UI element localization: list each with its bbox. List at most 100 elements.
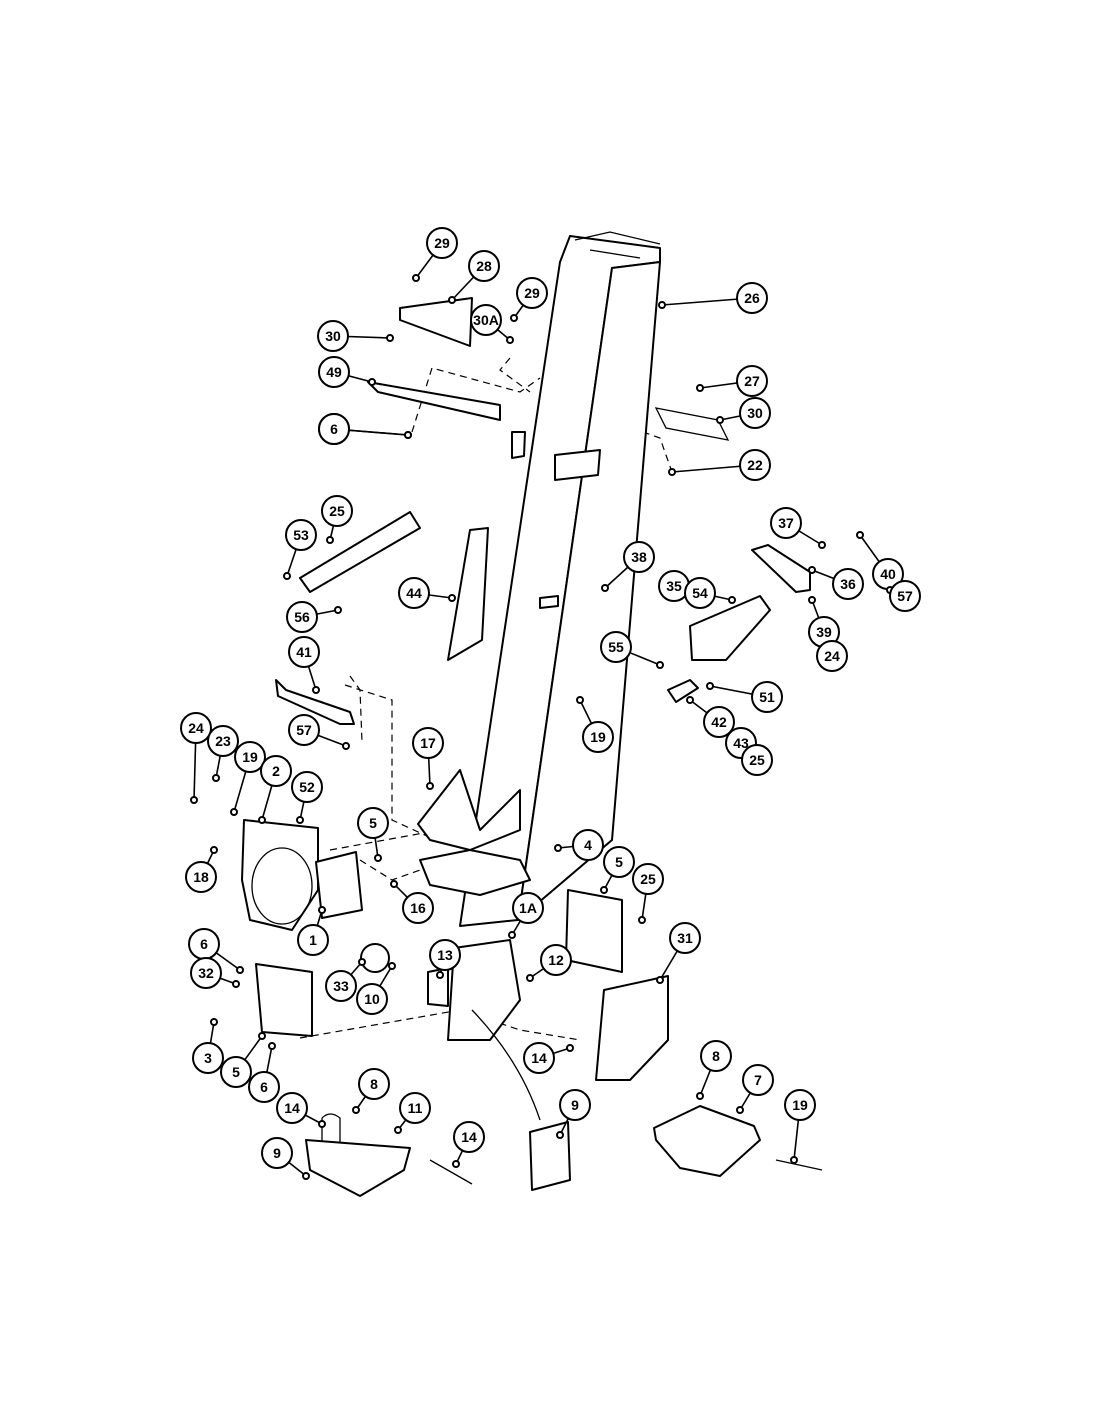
callout-circle (540, 944, 572, 976)
callout-circle (468, 250, 500, 282)
fastener (808, 596, 816, 604)
callout-6: 6 (318, 413, 412, 445)
callout-label: 8 (712, 1048, 720, 1064)
shield-8-left (305, 1139, 411, 1197)
callout-label: 32 (198, 965, 214, 981)
callout-circle (318, 356, 350, 388)
fastener (258, 816, 266, 824)
callout-circle (220, 1056, 252, 1088)
callout-24: 24 (816, 640, 848, 672)
callout-label: 33 (333, 978, 349, 994)
callout-label: 5 (232, 1064, 240, 1080)
fastener (232, 980, 240, 988)
callout-label: 51 (759, 689, 775, 705)
callout-circle (632, 863, 664, 895)
callout-circle (512, 892, 544, 924)
callout-circle (399, 1092, 431, 1124)
callout-label: 23 (215, 733, 231, 749)
callout-label: 25 (749, 752, 765, 768)
fastener (856, 531, 864, 539)
fastener (358, 958, 366, 966)
fastener (510, 314, 518, 322)
fastener (268, 1042, 276, 1050)
callout-label: 24 (188, 720, 204, 736)
strip-56 (447, 527, 489, 661)
callout-32: 32 (190, 957, 240, 989)
callout-label: 24 (824, 648, 840, 664)
callout-label: 36 (840, 576, 856, 592)
callout-circle (402, 892, 434, 924)
callout-25: 25 (741, 744, 773, 776)
callout-label: 39 (816, 624, 832, 640)
callout-label: 6 (200, 936, 208, 952)
callout-29: 29 (510, 277, 548, 322)
fastener (412, 274, 420, 282)
fastener (600, 886, 608, 894)
callout-circle (739, 397, 771, 429)
box-7 (529, 1121, 571, 1191)
callout-36: 36 (808, 566, 864, 600)
callout-5: 5 (220, 1032, 266, 1088)
fastener (190, 796, 198, 804)
callout-41: 41 (288, 636, 320, 694)
fastener (318, 1120, 326, 1128)
fastener (212, 774, 220, 782)
cover-16 (315, 851, 363, 919)
fastener (452, 1160, 460, 1168)
callout-circle (669, 922, 701, 954)
callout-label: 19 (590, 729, 606, 745)
callout-2: 2 (258, 755, 292, 824)
fastener (230, 808, 238, 816)
callout-19: 19 (230, 741, 266, 816)
callout-circle (523, 1042, 555, 1074)
callout-circle (248, 1071, 280, 1103)
callout-label: 8 (370, 1076, 378, 1092)
callout-14: 14 (276, 1092, 326, 1128)
callout-label: 52 (299, 779, 315, 795)
callout-label: 53 (293, 527, 309, 543)
fastener (506, 336, 514, 344)
callout-circle (559, 1089, 591, 1121)
callout-circle (357, 807, 389, 839)
fastener (436, 971, 444, 979)
fastener (210, 1018, 218, 1026)
callout-31: 31 (656, 922, 701, 984)
link-41 (667, 679, 699, 703)
fastener (696, 384, 704, 392)
housing-2 (241, 819, 319, 931)
callout-1A: 1A (508, 892, 544, 939)
fastener (318, 906, 326, 914)
callout-circle (291, 771, 323, 803)
callout-8: 8 (352, 1068, 390, 1114)
callout-circle (412, 727, 444, 759)
callout-label: 30 (747, 405, 763, 421)
callout-18: 18 (185, 846, 218, 893)
callout-circle (684, 577, 716, 609)
fastener (258, 1032, 266, 1040)
callout-25: 25 (632, 863, 664, 924)
bracket-28 (399, 297, 473, 347)
fastener (342, 742, 350, 750)
callout-label: 14 (461, 1129, 477, 1145)
fastener (736, 1106, 744, 1114)
callout-circle (832, 568, 864, 600)
callout-label: 25 (329, 503, 345, 519)
callout-label: 16 (410, 900, 426, 916)
callout-circle (234, 741, 266, 773)
fastener (386, 334, 394, 342)
callout-circle (572, 829, 604, 861)
callout-label: 12 (548, 952, 564, 968)
callout-label: 17 (420, 735, 436, 751)
callout-10: 10 (356, 962, 396, 1015)
fastener (808, 566, 816, 574)
callout-circle (582, 721, 614, 753)
elevator-tube (417, 231, 661, 927)
fastener (566, 1044, 574, 1052)
fastener (601, 584, 609, 592)
callout-30A: 30A (470, 304, 514, 344)
callout-label: 29 (524, 285, 540, 301)
callout-label: 30A (473, 312, 499, 328)
callout-circle (180, 712, 212, 744)
fastener (554, 844, 562, 852)
